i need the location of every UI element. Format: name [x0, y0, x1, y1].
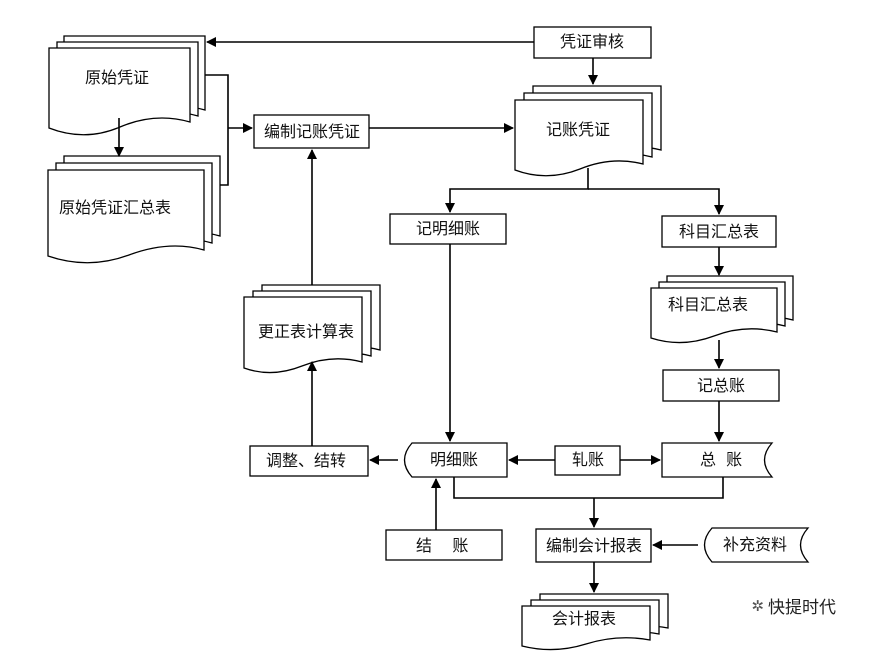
reconcile-label: 轧账 [572, 450, 605, 469]
prepare-voucher-label: 编制记账凭证 [264, 122, 361, 141]
subsidiary-ledger-label: 明细账 [430, 450, 479, 469]
record-subledger-box [389, 213, 507, 245]
voucher-review-box [533, 26, 652, 59]
original-voucher-doc [48, 35, 206, 136]
chat-bubble-icon: ✲ [751, 596, 764, 615]
accounting-voucher-label: 记账凭证 [546, 120, 611, 139]
voucher-review-label: 凭证审核 [560, 32, 625, 51]
original-voucher-label: 原始凭证 [85, 68, 150, 87]
correction-table-doc [243, 284, 381, 374]
watermark-text: 快提时代 [768, 598, 836, 618]
supplementary-data-shape [703, 527, 810, 563]
account-summary-doc-label: 科目汇总表 [668, 295, 749, 314]
original-voucher-summary-label: 原始凭证汇总表 [59, 198, 172, 217]
financial-reports-label: 会计报表 [552, 609, 617, 628]
merge-ledgers [453, 477, 724, 499]
correction-table-label: 更正表计算表 [258, 322, 355, 341]
adjust-transfer-box [249, 445, 369, 477]
supplementary-data-label: 补充资料 [723, 535, 788, 554]
arrow-voucher-to-subledger [445, 168, 589, 213]
account-summary-box-label: 科目汇总表 [679, 222, 760, 241]
close-accounts-box [385, 529, 503, 561]
close-accounts-label: 结 账 [416, 536, 469, 555]
prepare-reports-box [535, 528, 652, 563]
reconcile-box [554, 445, 621, 476]
bracket-originals [205, 74, 229, 186]
accounting-voucher-doc [514, 85, 662, 177]
record-general-ledger-label: 记总账 [697, 376, 746, 395]
financial-reports-doc [521, 593, 669, 651]
general-ledger-label: 总 账 [700, 450, 743, 469]
prepare-voucher-box [253, 114, 370, 149]
general-ledger-shape [661, 442, 774, 478]
prepare-reports-label: 编制会计报表 [546, 536, 643, 555]
account-summary-doc [650, 275, 794, 344]
adjust-transfer-label: 调整、结转 [266, 451, 347, 470]
watermark: ✲ 快提时代 [751, 593, 836, 619]
subsidiary-ledger-shape [403, 442, 508, 478]
record-subledger-label: 记明细账 [416, 219, 481, 238]
original-voucher-summary-doc [47, 155, 221, 264]
record-general-ledger-box [662, 369, 780, 402]
arrow-voucher-to-summary [588, 188, 724, 215]
